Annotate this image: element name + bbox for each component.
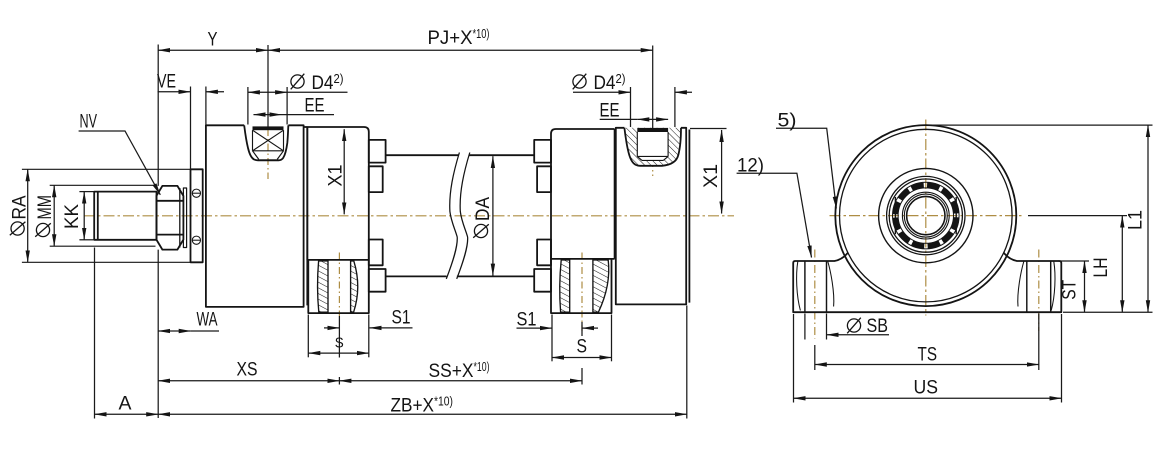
svg-text:X1: X1 <box>325 165 346 187</box>
svg-text:LH: LH <box>1091 258 1112 278</box>
svg-text:EE: EE <box>600 101 620 122</box>
svg-text:ZB+X*10): ZB+X*10) <box>391 394 454 417</box>
svg-text:EE: EE <box>305 96 325 117</box>
svg-text:WA: WA <box>197 310 218 331</box>
svg-text:12): 12) <box>737 156 764 177</box>
svg-text:S: S <box>577 337 588 358</box>
svg-text:XS: XS <box>237 360 258 381</box>
svg-text:S1: S1 <box>517 310 537 331</box>
svg-text:SB: SB <box>867 316 889 337</box>
svg-text:KK: KK <box>62 204 83 229</box>
svg-text:NV: NV <box>80 112 98 133</box>
svg-text:RA: RA <box>9 195 30 219</box>
svg-text:PJ+X*10): PJ+X*10) <box>428 26 490 49</box>
svg-text:5): 5) <box>778 111 797 132</box>
svg-text:MM: MM <box>35 195 56 220</box>
svg-text:L1: L1 <box>1126 210 1147 230</box>
svg-text:D42): D42) <box>594 71 626 94</box>
svg-text:Y: Y <box>208 30 218 51</box>
svg-text:TS: TS <box>918 345 938 366</box>
svg-text:ST: ST <box>1059 279 1080 299</box>
svg-text:X1: X1 <box>701 164 722 188</box>
svg-text:S: S <box>335 335 344 352</box>
svg-text:VE: VE <box>157 72 176 93</box>
svg-text:D42): D42) <box>312 71 344 94</box>
svg-text:US: US <box>914 378 939 399</box>
svg-text:S1: S1 <box>392 308 411 329</box>
svg-text:SS+X*10): SS+X*10) <box>429 359 490 382</box>
svg-text:DA: DA <box>473 197 494 221</box>
svg-text:A: A <box>119 394 132 415</box>
